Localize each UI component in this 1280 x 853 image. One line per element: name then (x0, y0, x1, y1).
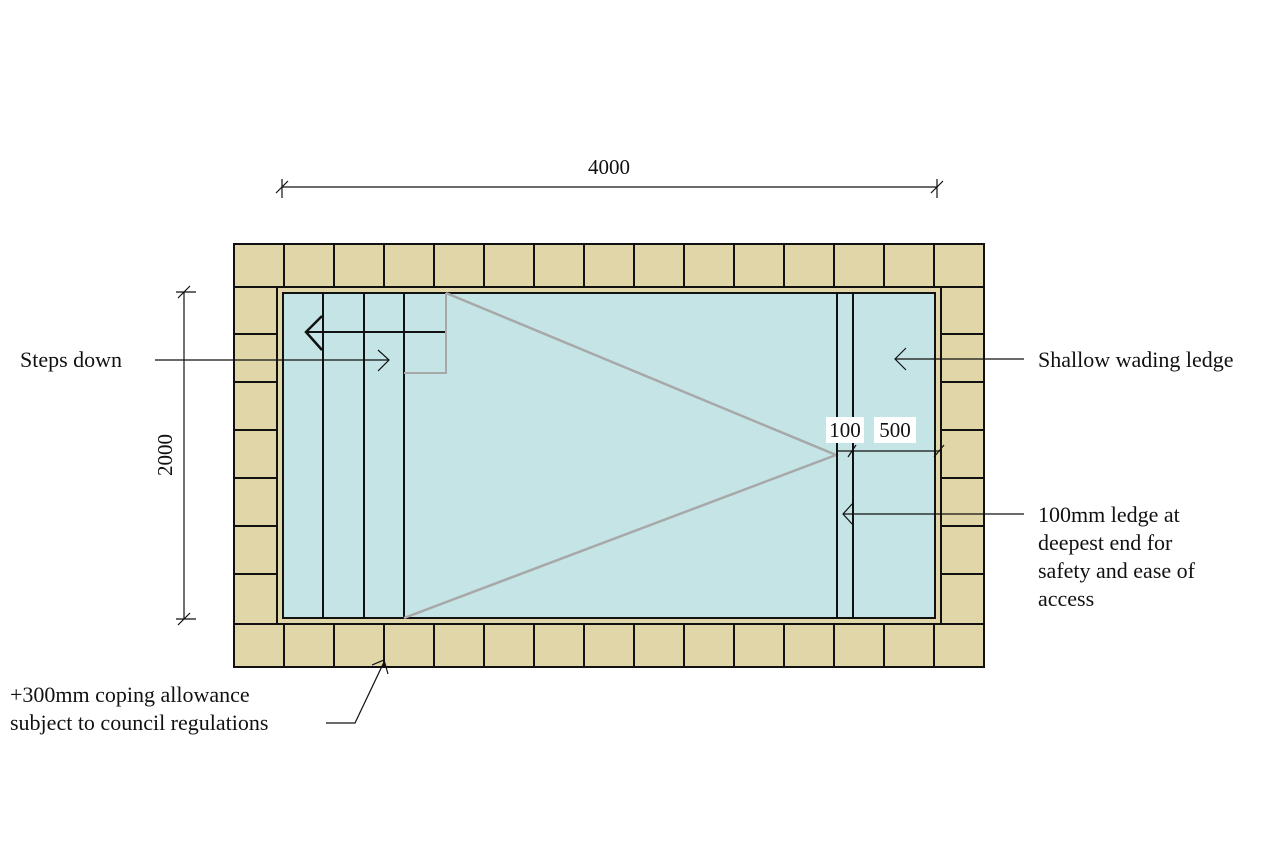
ledge-note-line-3: safety and ease of (1038, 558, 1196, 583)
ledge-dimension (836, 444, 945, 458)
deep-end-ledge (836, 293, 854, 618)
steps (304, 293, 446, 618)
wading-width-label: 500 (879, 418, 911, 442)
ledge-depth-label-bg (826, 417, 864, 443)
pool-wall-inner (276, 286, 942, 625)
shallow-leader (894, 347, 1024, 371)
coping-note-line-1: +300mm coping allowance (10, 682, 250, 707)
steps-leader (155, 349, 390, 372)
length-dimension (275, 179, 944, 198)
length-label: 4000 (588, 155, 630, 179)
ledge-depth-label: 100 (829, 418, 861, 442)
coping-leader (326, 659, 389, 724)
steps-outline (404, 293, 447, 374)
steps-label: Steps down (20, 347, 122, 372)
ledge-note-line-2: deepest end for (1038, 530, 1173, 555)
pool-water (282, 292, 936, 619)
wading-width-label-bg (874, 417, 916, 443)
step-arrow-head (304, 315, 323, 351)
width-dimension (176, 285, 196, 626)
ledge-note-line-1: 100mm ledge at (1038, 502, 1180, 527)
coping-note-line-2: subject to council regulations (10, 710, 268, 735)
ledge-note-line-4: access (1038, 586, 1094, 611)
width-label: 2000 (153, 434, 177, 476)
shallow-label: Shallow wading ledge (1038, 347, 1234, 372)
ledge-leader (842, 502, 1024, 526)
